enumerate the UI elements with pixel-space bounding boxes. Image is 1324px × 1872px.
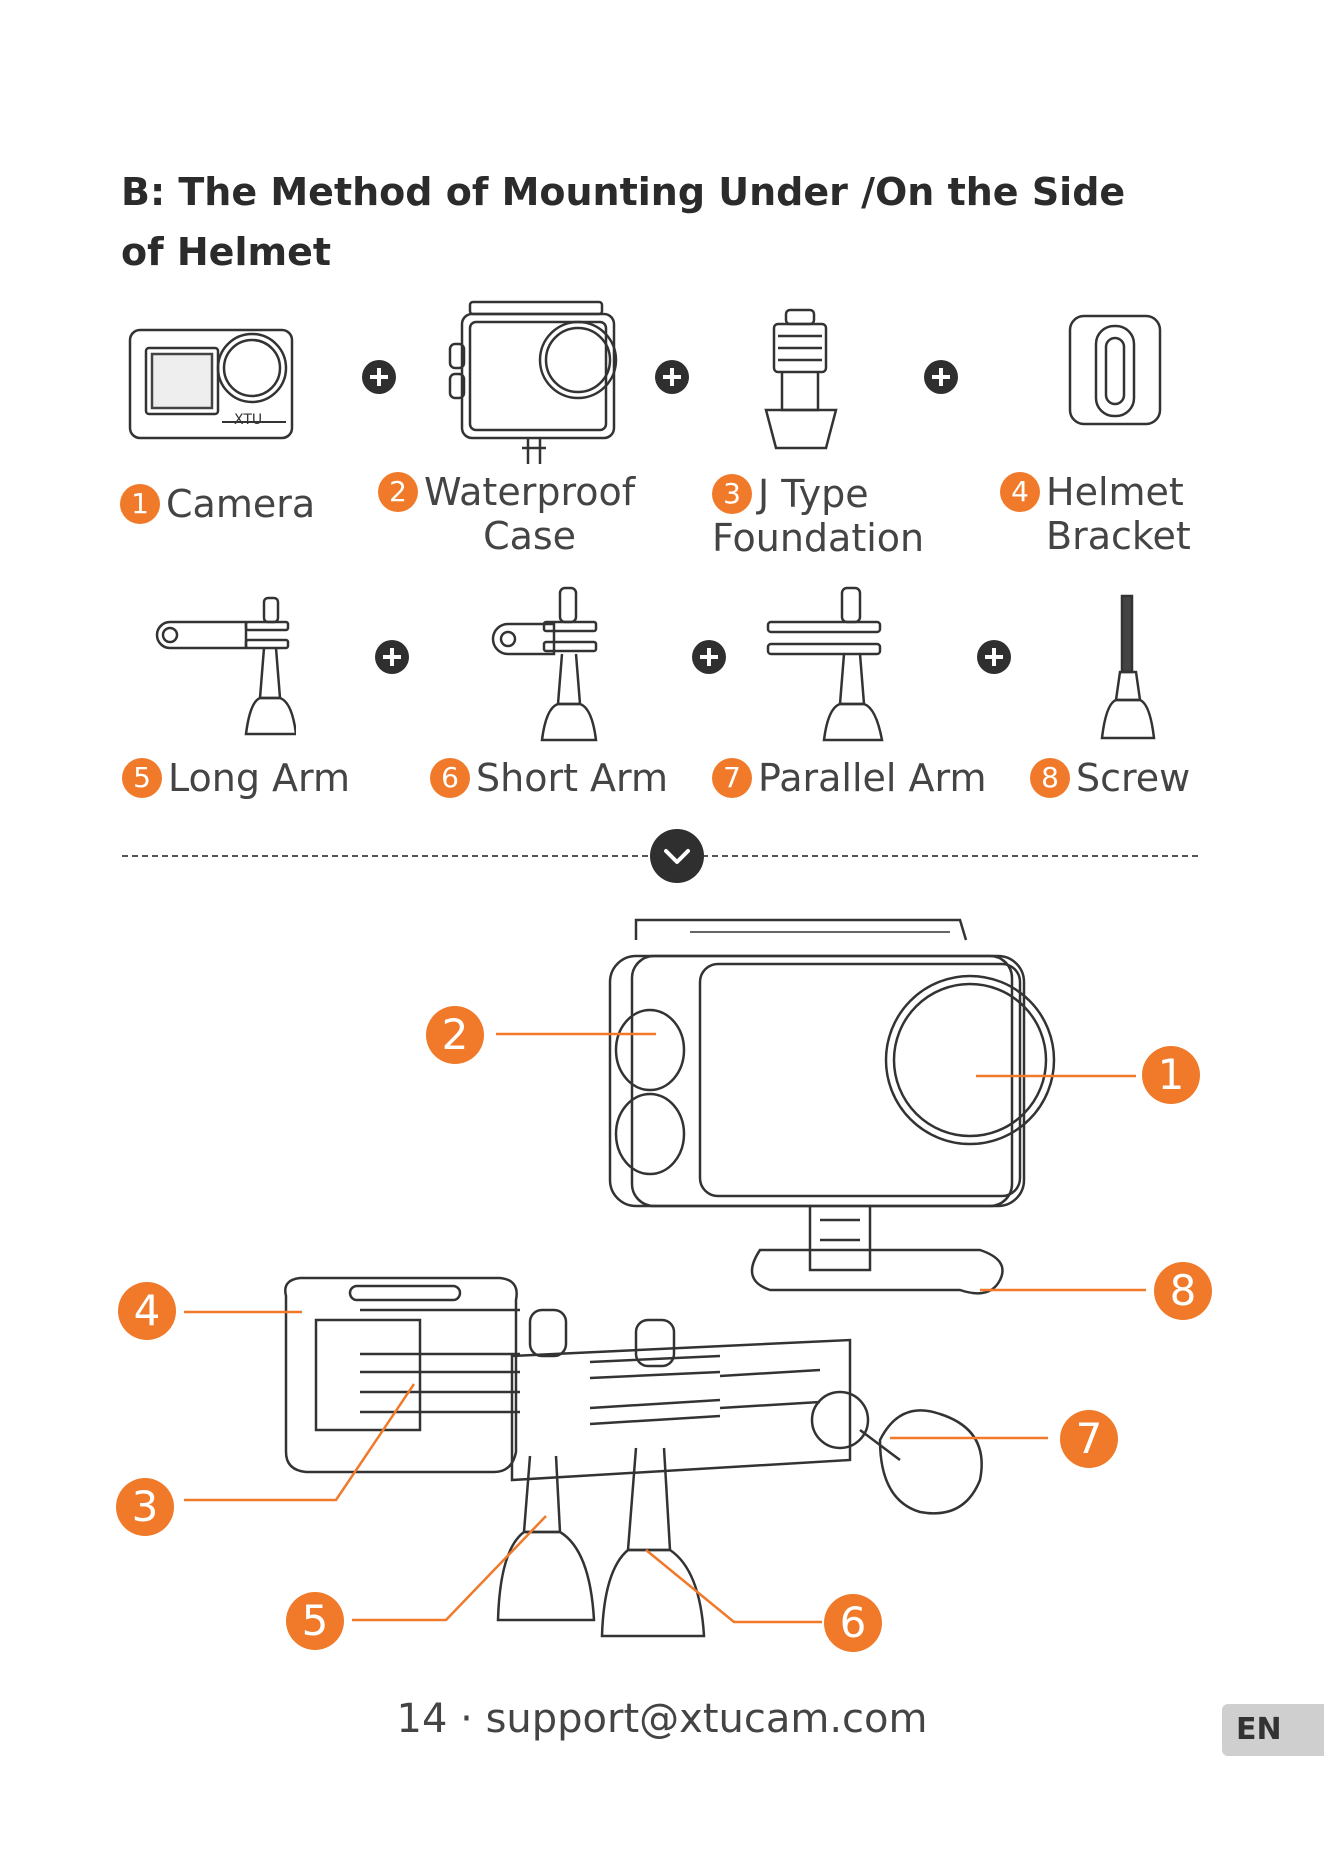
helmet-bracket-illustration xyxy=(1066,312,1166,428)
page-title: B: The Method of Mounting Under /On the … xyxy=(121,162,1181,282)
callout-6: 6 xyxy=(824,1594,882,1652)
chevron-down-icon xyxy=(650,829,704,883)
callout-4: 4 xyxy=(118,1282,176,1340)
j-type-foundation-illustration xyxy=(756,306,846,452)
short-arm-illustration xyxy=(484,584,604,744)
plus-icon xyxy=(692,640,726,674)
callout-8: 8 xyxy=(1154,1262,1212,1320)
parallel-arm-illustration xyxy=(764,584,894,744)
camera-brand-text: XTU xyxy=(234,412,262,428)
callout-5: 5 xyxy=(286,1592,344,1650)
plus-icon xyxy=(924,360,958,394)
callout-3: 3 xyxy=(116,1478,174,1536)
plus-icon xyxy=(655,360,689,394)
screw-illustration xyxy=(1096,592,1160,742)
callout-2: 2 xyxy=(426,1006,484,1064)
camera-illustration: XTU xyxy=(126,326,296,442)
plus-icon xyxy=(375,640,409,674)
waterproof-case-illustration xyxy=(444,300,622,466)
callout-1: 1 xyxy=(1142,1046,1200,1104)
page-footer: 14 · support@xtucam.com xyxy=(0,1696,1324,1742)
assembly-illustration: 2 1 8 7 4 3 5 6 xyxy=(0,900,1324,1664)
long-arm-illustration xyxy=(146,594,296,740)
plus-icon xyxy=(977,640,1011,674)
language-tab: EN xyxy=(1222,1704,1324,1756)
plus-icon xyxy=(362,360,396,394)
callout-7: 7 xyxy=(1060,1410,1118,1468)
